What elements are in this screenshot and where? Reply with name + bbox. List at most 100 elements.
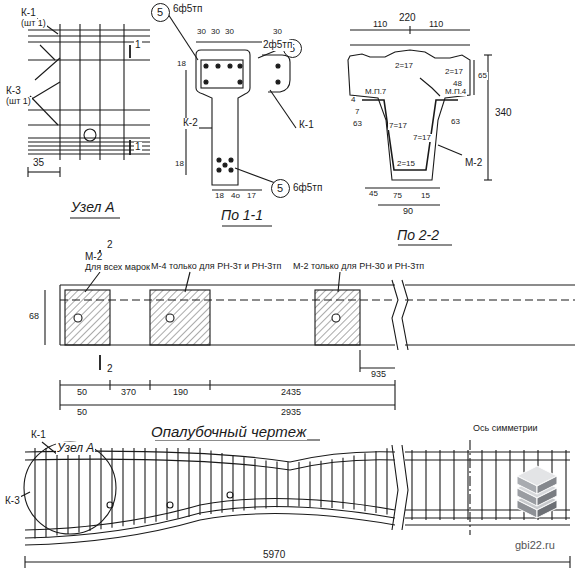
view-title: По 1-1 — [220, 208, 264, 223]
label: 4 — [350, 96, 356, 104]
section-2-2 — [348, 26, 492, 245]
label: (шт 1) — [20, 19, 47, 28]
stirrup — [122, 448, 123, 526]
callout-circle: 5 — [151, 3, 170, 22]
stirrup — [45, 448, 46, 537]
logo — [517, 466, 557, 518]
label: 7=17 — [412, 134, 432, 142]
reinforcement-cage — [18, 440, 570, 568]
callout-number: 5 — [277, 183, 283, 194]
stirrup — [111, 448, 112, 528]
label: 17 — [246, 192, 257, 200]
stirrup — [309, 462, 310, 507]
label: М-2 только для РН-30 и РН-3тп — [292, 262, 425, 271]
stirrup — [481, 450, 482, 520]
label: К-2 — [182, 118, 199, 129]
stirrup — [425, 450, 426, 520]
label: 2435 — [280, 388, 302, 397]
stirrup — [353, 456, 354, 510]
label: 370 — [120, 388, 137, 397]
stirrup — [265, 460, 266, 508]
label: 18 — [214, 192, 225, 200]
stirrup — [144, 448, 145, 523]
label: 7=17 — [388, 122, 408, 130]
label: 2=17 — [444, 68, 464, 76]
section-1-1 — [168, 14, 296, 226]
stirrup — [375, 451, 376, 513]
label: 30 — [272, 28, 283, 36]
label: К-1 — [30, 430, 47, 441]
stirrup — [133, 448, 134, 525]
label: 1 — [134, 40, 142, 51]
stirrup — [243, 457, 244, 510]
beam-elevation — [45, 250, 575, 440]
stirrup — [364, 453, 365, 511]
stirrup — [453, 450, 454, 520]
watermark: gbi22.ru — [514, 540, 556, 552]
node-detail — [28, 18, 150, 218]
view-title: По 2-2 — [396, 228, 440, 243]
stirrup — [78, 448, 79, 532]
label: 45 — [368, 190, 379, 198]
label: 35 — [32, 158, 45, 169]
stirrup — [56, 448, 57, 536]
label: 63 — [352, 120, 363, 128]
label: Для всех марок — [84, 263, 151, 272]
label: (шт 1) — [5, 97, 32, 106]
label: 18 — [174, 160, 185, 168]
label: 2935 — [280, 408, 302, 417]
label: М.П.4 — [444, 88, 467, 96]
label: М-2 — [464, 158, 483, 169]
stirrup — [320, 461, 321, 508]
label: Ось симметрии — [472, 424, 538, 433]
stirrup — [210, 451, 211, 514]
label: М-4 только для РН-3т и РН-3тп — [150, 262, 282, 271]
label: К-3 — [5, 86, 22, 97]
stirrup — [331, 459, 332, 508]
label: К-1 — [298, 120, 315, 131]
label: 6ф5тп — [172, 4, 203, 15]
stirrup — [342, 458, 343, 509]
label: 2 — [106, 240, 114, 251]
label: 30 — [210, 28, 221, 36]
view-title: Опалубочный чертеж — [150, 424, 307, 440]
label: 68 — [28, 312, 40, 321]
label: М.П.7 — [364, 88, 387, 96]
label: 1 — [134, 142, 142, 153]
label: 30 — [224, 28, 235, 36]
view-title: Узел А — [56, 442, 95, 455]
label: 50 — [76, 388, 88, 397]
stirrup — [100, 448, 101, 529]
label: К-1 — [20, 8, 37, 19]
label: 90 — [402, 207, 414, 216]
label: 2=15 — [396, 160, 416, 168]
view-title: Узел А — [70, 200, 116, 215]
callout-circle: 5 — [271, 179, 290, 198]
stirrup — [509, 450, 510, 520]
stirrup — [199, 448, 200, 515]
label: 6ф5тп — [292, 183, 323, 194]
label: 63 — [450, 118, 461, 126]
callout-number: 5 — [157, 7, 163, 18]
stirrup — [287, 462, 288, 506]
label: 110 — [372, 20, 388, 29]
stirrup — [166, 448, 167, 520]
stirrup — [439, 450, 440, 520]
label: 18 — [176, 60, 187, 68]
stirrup — [34, 448, 35, 539]
label: 935 — [370, 370, 387, 379]
label: 2 — [106, 364, 114, 375]
stirrup — [298, 462, 299, 506]
stirrup — [177, 448, 178, 519]
label: 75 — [392, 192, 403, 200]
stirrup — [232, 455, 233, 511]
label: 65 — [477, 72, 488, 80]
stirrup — [495, 450, 496, 520]
label: 2=17 — [394, 62, 414, 70]
label: К-3 — [4, 496, 21, 507]
label: 4о — [230, 192, 241, 200]
label: 15 — [420, 192, 431, 200]
stirrup — [67, 448, 68, 534]
stirrup — [467, 450, 468, 520]
